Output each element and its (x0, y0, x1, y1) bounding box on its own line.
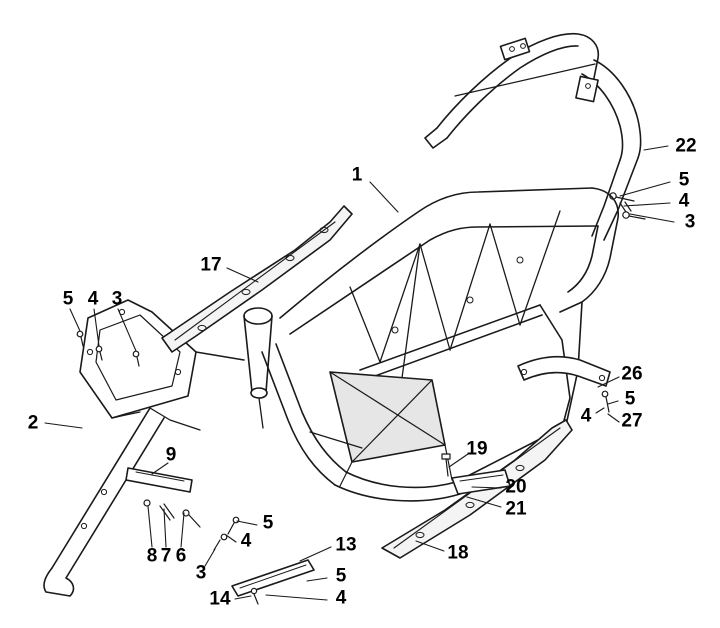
part-label-3-center: 3 (195, 562, 207, 584)
part-label-5-top-right: 5 (678, 169, 690, 191)
bracket-part-9 (125, 467, 193, 493)
screw-part-14 (250, 587, 259, 605)
part-label-1: 1 (351, 164, 363, 186)
part-label-5-front: 5 (62, 288, 74, 310)
part-label-4-center: 4 (240, 530, 252, 552)
part-label-17: 17 (200, 254, 222, 276)
leader-lines (44, 145, 675, 601)
hardware-8-7-6 (143, 499, 201, 528)
part-label-4-bottom: 4 (335, 587, 347, 609)
rear-rack-part (424, 32, 642, 241)
part-label-8: 8 (146, 545, 158, 567)
hardware-5-4-center (213, 516, 240, 551)
front-lower-frame-part-2 (43, 407, 201, 597)
part-label-5-bottom: 5 (335, 565, 347, 587)
arm-part-26 (517, 355, 611, 387)
screw-part-27 (601, 390, 610, 413)
rail-part-17 (161, 205, 353, 353)
part-label-13: 13 (335, 534, 357, 556)
headtube (243, 307, 273, 429)
part-label-21: 21 (505, 498, 527, 520)
part-label-7: 7 (160, 545, 172, 567)
screw-part-19 (441, 453, 451, 477)
part-label-14: 14 (209, 588, 231, 610)
part-label-22: 22 (675, 135, 697, 157)
part-label-26: 26 (621, 363, 643, 385)
part-label-3-top-right: 3 (684, 211, 696, 233)
part-label-19: 19 (466, 438, 488, 460)
part-label-4-front: 4 (87, 288, 99, 310)
part-label-27: 27 (621, 410, 643, 432)
main-frame-part-1 (195, 187, 619, 502)
part-label-5-right: 5 (624, 388, 636, 410)
part-label-9: 9 (165, 444, 177, 466)
part-label-18: 18 (447, 542, 469, 564)
part-label-5-center: 5 (262, 512, 274, 534)
part-label-6: 6 (175, 545, 187, 567)
bracket-part-13 (231, 559, 315, 597)
part-label-4-top-right: 4 (678, 190, 690, 212)
part-label-2: 2 (27, 412, 39, 434)
part-label-3-front: 3 (111, 288, 123, 310)
part-label-20: 20 (505, 476, 527, 498)
part-label-4-right: 4 (580, 405, 592, 427)
